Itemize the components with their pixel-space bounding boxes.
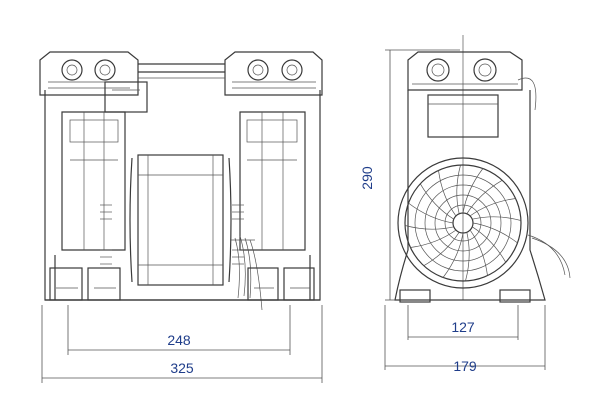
front-view	[39, 51, 323, 311]
dimension-label-127: 127	[451, 319, 475, 335]
fan-spoke	[419, 183, 454, 220]
fan-spoke	[442, 232, 464, 278]
fan-spoke	[472, 226, 507, 263]
fan-spoke	[469, 198, 516, 217]
dimension-label-179: 179	[453, 358, 477, 374]
fan-spoke	[423, 232, 460, 267]
fan-spoke	[472, 222, 518, 244]
dimension-label-325: 325	[170, 360, 194, 376]
dimension-label-248: 248	[167, 332, 191, 348]
fan-spoke	[408, 202, 454, 224]
fan-spoke	[465, 232, 470, 281]
fan-spoke	[472, 216, 521, 221]
fan-spoke	[438, 170, 457, 217]
fan-spoke	[410, 229, 457, 248]
side-view	[394, 35, 571, 303]
fan-spoke	[466, 179, 503, 214]
front-dimensions	[41, 305, 323, 383]
fan-spoke	[456, 165, 461, 214]
fan-spoke	[462, 168, 484, 214]
fan-spoke	[405, 225, 454, 230]
fan-guard	[397, 157, 529, 289]
dimension-label-290: 290	[359, 166, 375, 190]
fan-spoke	[469, 229, 488, 276]
side-dimensions	[384, 49, 546, 370]
